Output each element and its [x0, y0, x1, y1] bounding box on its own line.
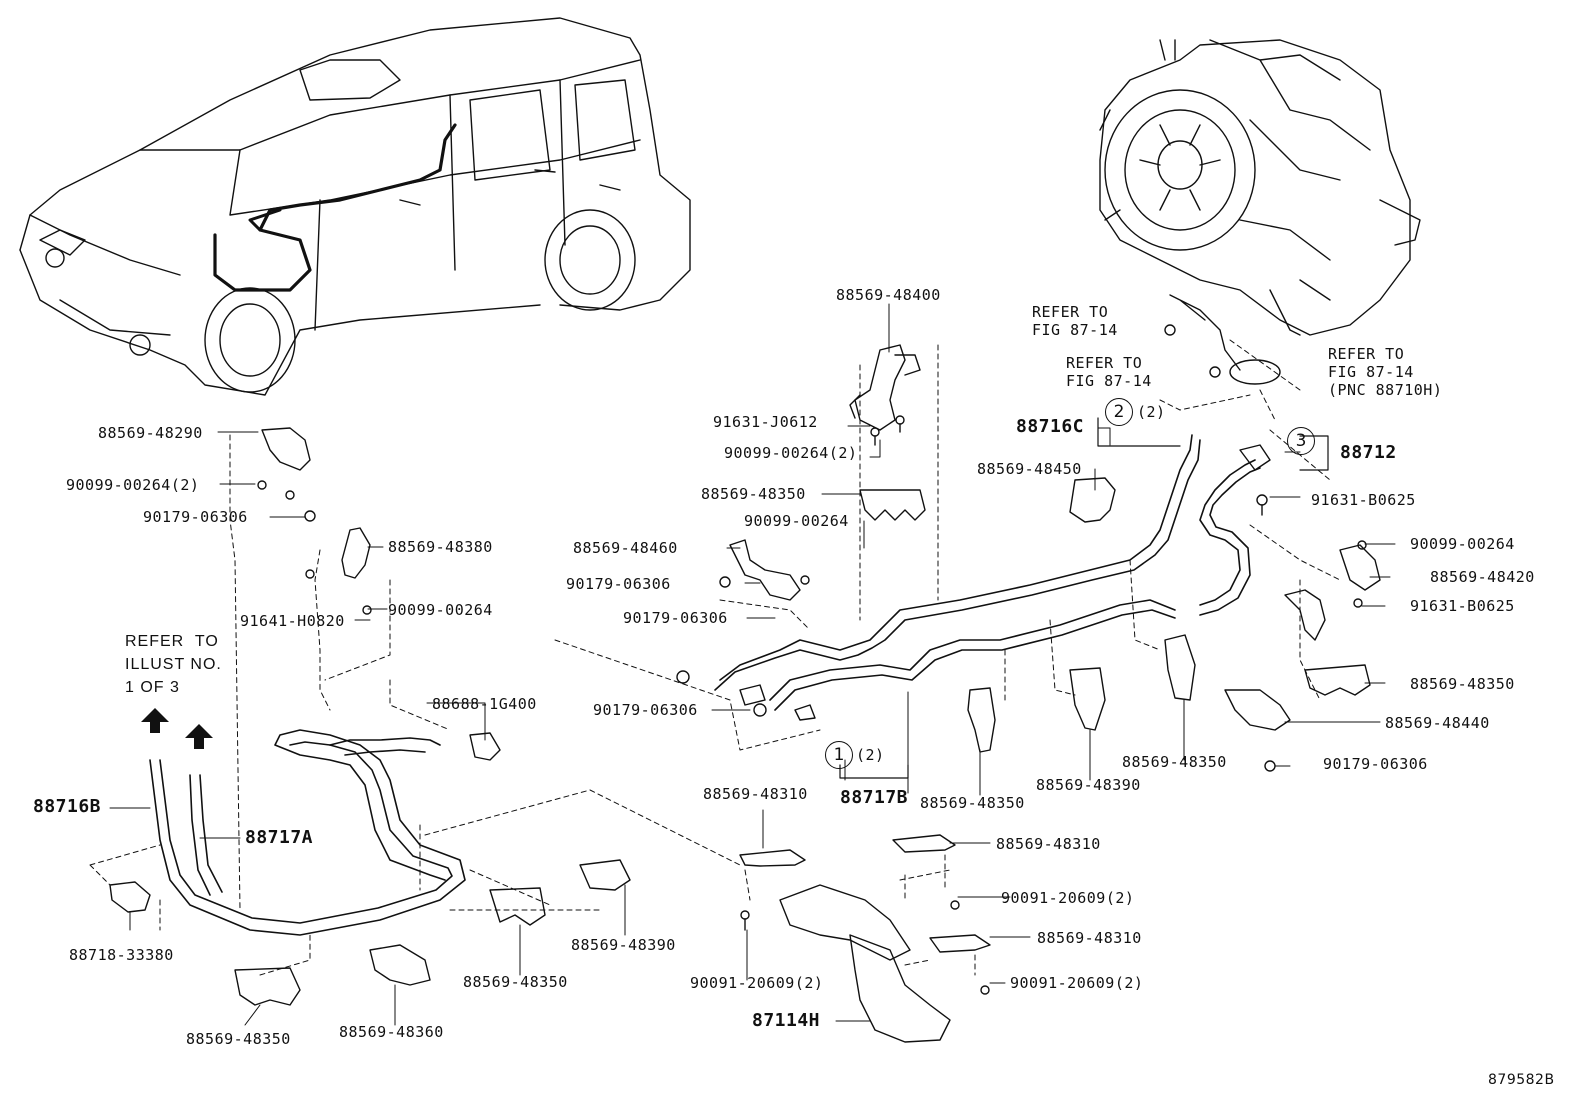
part-label: 90179-06306	[143, 508, 248, 526]
part-label: 90179-06306	[593, 701, 698, 719]
part-label-large: 87114H	[752, 1010, 821, 1031]
part-label: 88569-48400	[836, 286, 941, 304]
part-label: 90099-00264(2)	[66, 476, 200, 494]
circle-ref-2: 2	[1105, 398, 1133, 426]
part-label: 91641-H0820	[240, 612, 345, 630]
part-label: 88569-48380	[388, 538, 493, 556]
refer-note-illust: REFER TO ILLUST NO. 1 OF 3	[125, 633, 222, 697]
hardware-parts	[109, 294, 1381, 1043]
part-label: 90179-06306	[1323, 755, 1428, 773]
part-label-large: 88716C	[1016, 416, 1085, 437]
part-label: 90099-00264(2)	[724, 444, 858, 462]
part-label: 88569-48360	[339, 1023, 444, 1041]
part-label-large: 88717A	[245, 827, 314, 848]
part-label: 88569-48310	[703, 785, 808, 803]
part-label: 88569-48350	[920, 794, 1025, 812]
part-label-large: 88717B	[840, 787, 909, 808]
oil-cooler-pipes	[149, 434, 1261, 936]
diagram-id: 879582B	[1488, 1072, 1555, 1088]
vehicle-illustration	[19, 17, 691, 396]
refer-note-fig-87-14-b: REFER TO FIG 87-14	[1066, 354, 1152, 390]
part-label: 91631-B0625	[1311, 491, 1416, 509]
part-label: 90179-06306	[623, 609, 728, 627]
part-label: 88569-48460	[573, 539, 678, 557]
part-label: 91631-B0625	[1410, 597, 1515, 615]
part-label: 90179-06306	[566, 575, 671, 593]
part-label: 88569-48350	[1410, 675, 1515, 693]
part-label: 90099-00264	[388, 601, 493, 619]
part-label: 90099-00264	[744, 512, 849, 530]
part-label: 88688-1G400	[432, 695, 537, 713]
part-label: 88569-48390	[1036, 776, 1141, 794]
up-arrow-icon	[185, 724, 213, 749]
part-label: 88569-48390	[571, 936, 676, 954]
part-label: 88569-48310	[1037, 929, 1142, 947]
part-label: 88569-48310	[996, 835, 1101, 853]
part-label: 90091-20609(2)	[1010, 974, 1144, 992]
refer-note-fig-87-14-a: REFER TO FIG 87-14	[1032, 303, 1118, 339]
up-arrow-icon	[141, 708, 169, 733]
part-label: 90099-00264	[1410, 535, 1515, 553]
transmission-illustration	[1099, 39, 1421, 336]
part-label: 91631-J0612	[713, 413, 818, 431]
part-label-large: 88716B	[33, 796, 102, 817]
part-label: 88569-48350	[463, 973, 568, 991]
part-label: 88569-48420	[1430, 568, 1535, 586]
part-label: 88569-48350	[1122, 753, 1227, 771]
part-label: 90091-20609(2)	[1001, 889, 1135, 907]
part-label: 88569-48290	[98, 424, 203, 442]
part-label: 88569-48350	[701, 485, 806, 503]
circle-ref-2-qty: (2)	[1137, 403, 1166, 421]
assembly-dash-lines	[89, 339, 1341, 976]
part-label-large: 88712	[1340, 442, 1397, 463]
circle-ref-1: 1	[825, 741, 853, 769]
part-label: 88718-33380	[69, 946, 174, 964]
part-label: 88569-48350	[186, 1030, 291, 1048]
part-label: 88569-48450	[977, 460, 1082, 478]
circle-ref-1-qty: (2)	[856, 746, 885, 764]
refer-note-fig-87-14-pnc: REFER TO FIG 87-14 (PNC 88710H)	[1328, 345, 1443, 399]
part-label: 90091-20609(2)	[690, 974, 824, 992]
circle-ref-3: 3	[1287, 427, 1315, 455]
part-label: 88569-48440	[1385, 714, 1490, 732]
